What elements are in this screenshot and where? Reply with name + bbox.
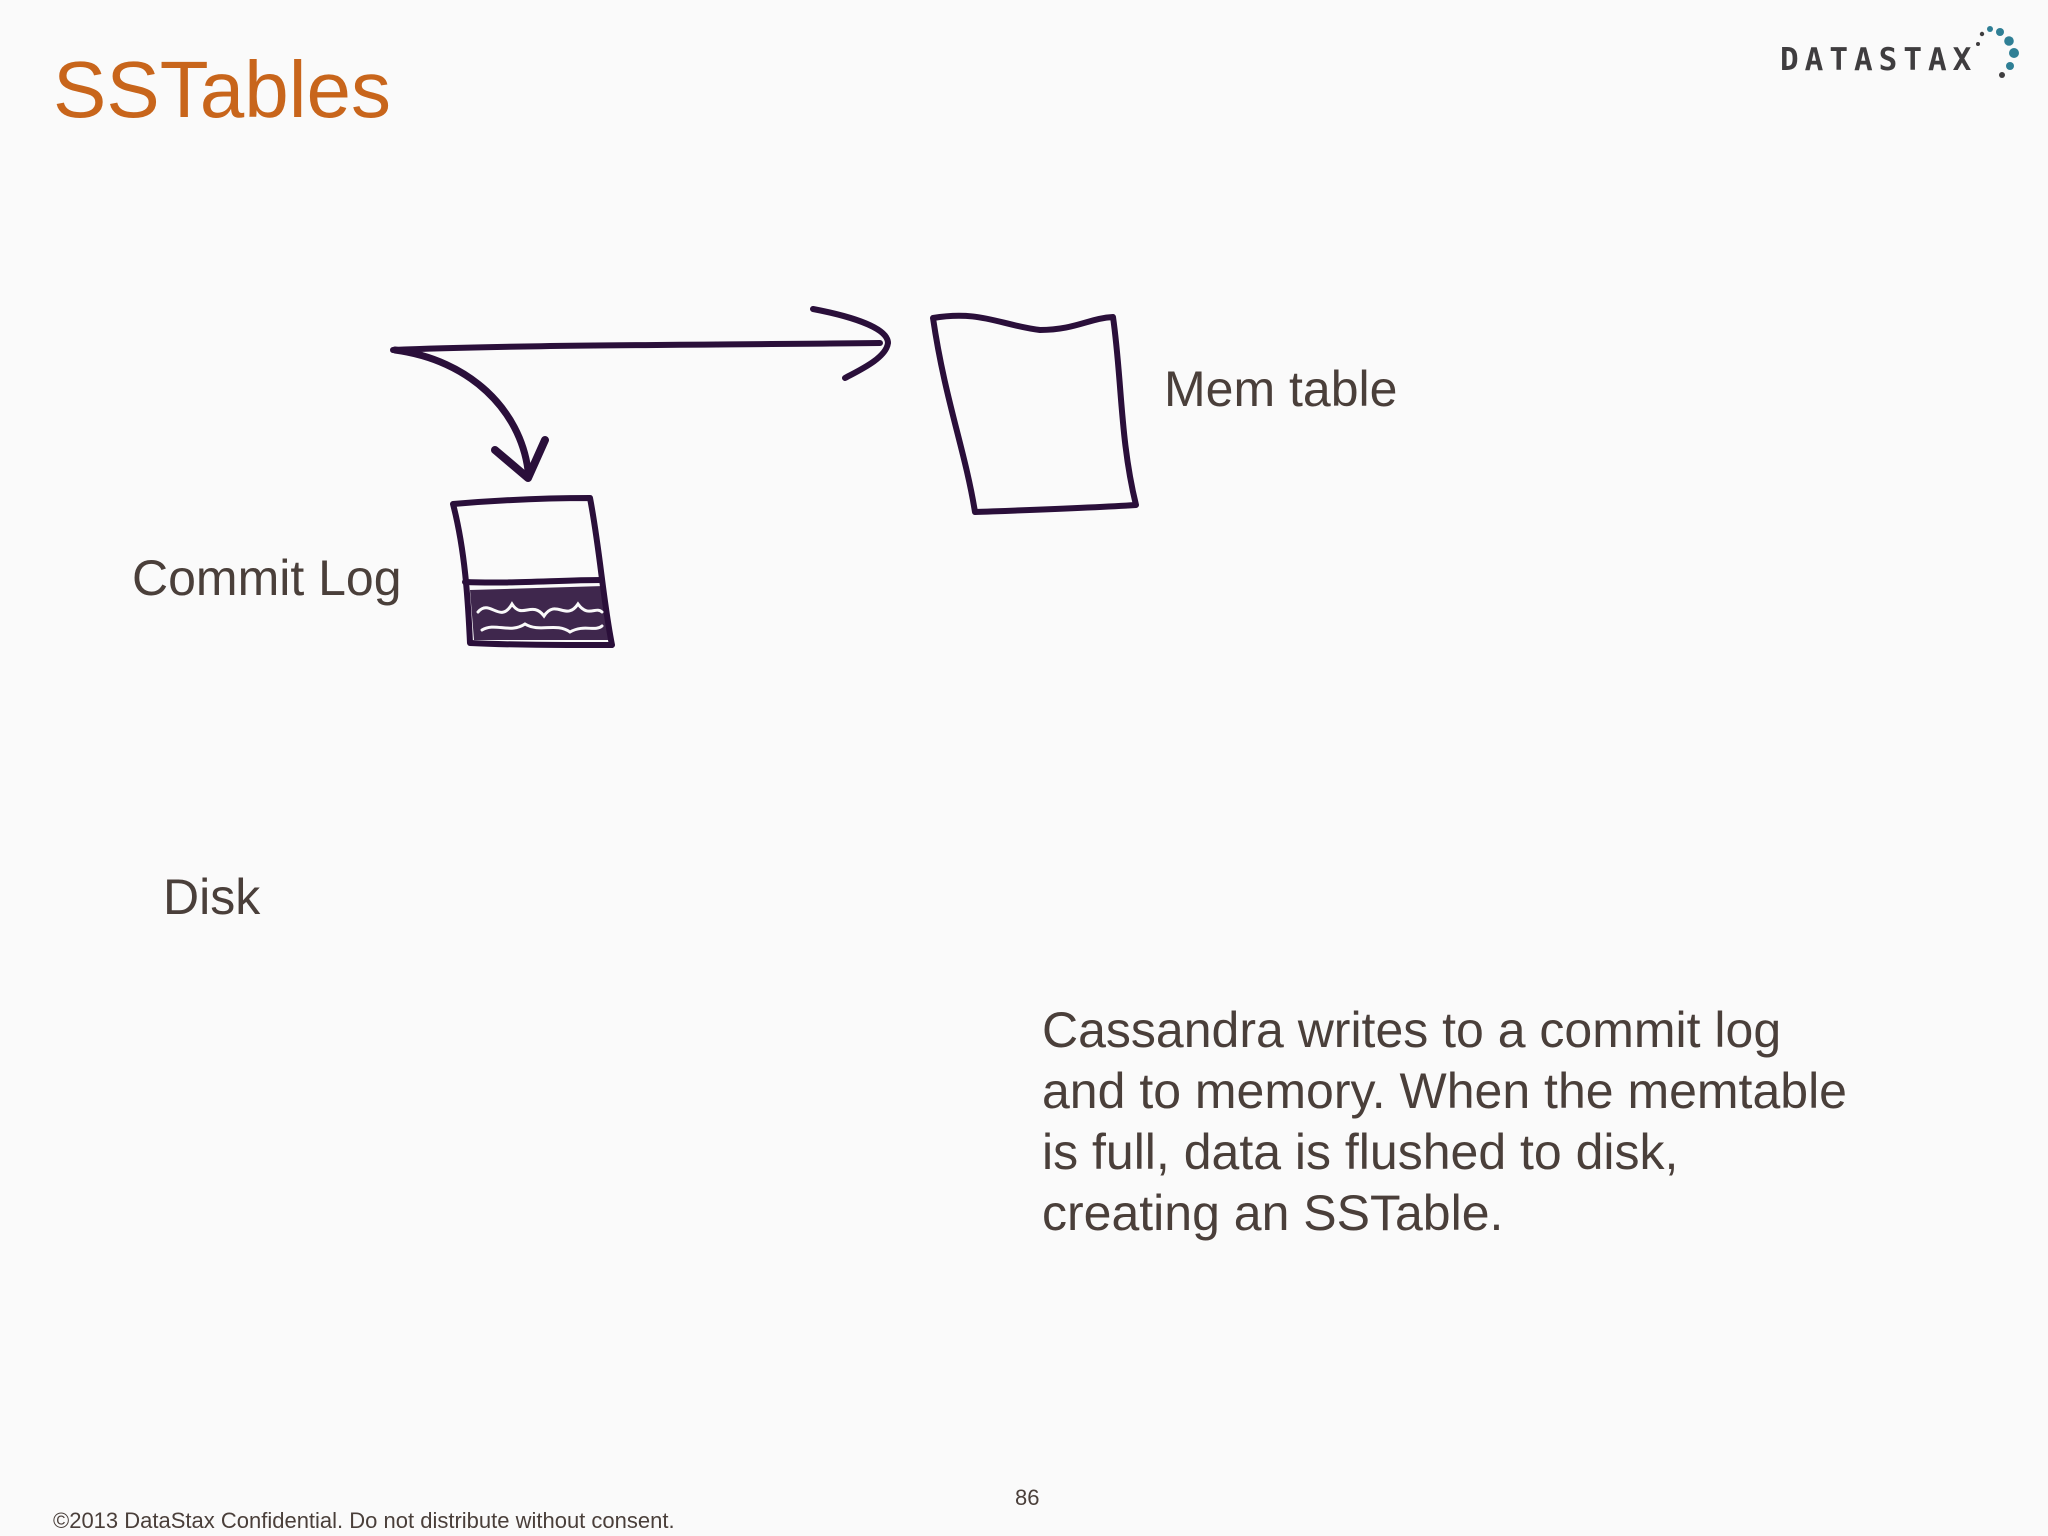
- arrow-down-head: [491, 436, 549, 482]
- arrow-right-head: [810, 306, 891, 381]
- caption-line: creating an SSTable.: [1042, 1185, 1504, 1241]
- commitlog-label: Commit Log: [132, 550, 402, 606]
- commitlog-box: [450, 495, 615, 648]
- caption: Cassandra writes to a commit log and to …: [1042, 1000, 1942, 1244]
- arrow-right-icon: [390, 340, 883, 353]
- arrow-down-icon: [391, 346, 532, 474]
- datastax-logo: DATASTAX: [1780, 22, 2032, 84]
- slide-title: SSTables: [53, 45, 391, 134]
- page-number: 86: [1015, 1485, 1040, 1510]
- datastax-dots-icon: [1976, 26, 2019, 78]
- caption-line: is full, data is flushed to disk,: [1042, 1124, 1679, 1180]
- footer-copyright: ©2013 DataStax Confidential. Do not dist…: [53, 1508, 675, 1533]
- memtable-box: [930, 312, 1139, 515]
- caption-line: Cassandra writes to a commit log: [1042, 1002, 1782, 1058]
- caption-line: and to memory. When the memtable: [1042, 1063, 1847, 1119]
- disk-label: Disk: [163, 869, 261, 925]
- logo-text: DATASTAX: [1780, 42, 1978, 78]
- memtable-label: Mem table: [1164, 361, 1398, 417]
